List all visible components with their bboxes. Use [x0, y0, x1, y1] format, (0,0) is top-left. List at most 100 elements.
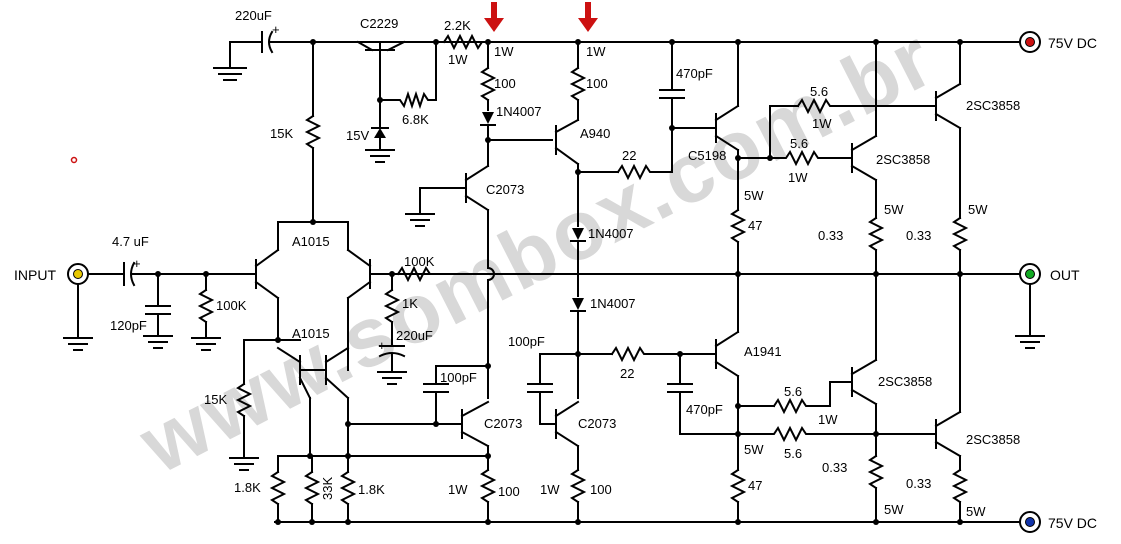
svg-text:33K: 33K	[320, 477, 335, 500]
svg-text:2SC3858: 2SC3858	[878, 374, 932, 389]
diode-1n4007-c: 1N4007	[570, 296, 636, 399]
transistor-a940: A940	[554, 118, 610, 227]
svg-text:1W: 1W	[812, 116, 832, 131]
cap-100pf-a: 100pF	[423, 365, 489, 425]
svg-text:15V: 15V	[346, 128, 369, 143]
transistor-2sc3858-2: 2SC3858	[934, 41, 1020, 219]
transistor-2sc3858-1: 2SC3858	[850, 41, 930, 219]
svg-text:100: 100	[586, 76, 608, 91]
input-coupling-cap: 4.7 uF +	[87, 234, 255, 287]
resistor-5-6-b: 5.6 1W	[769, 136, 853, 185]
resistor-15k-top: 15K	[270, 41, 322, 223]
resistor-100k-fb: 100K	[396, 254, 441, 283]
svg-text:100pF: 100pF	[440, 370, 477, 385]
resistor-1k8-a: 1.8K	[234, 455, 287, 523]
resistor-6k8: 6.8K	[379, 41, 437, 127]
svg-text:5.6: 5.6	[810, 84, 828, 99]
svg-text:C5198: C5198	[688, 148, 726, 163]
svg-text:100: 100	[498, 484, 520, 499]
svg-text:A1015: A1015	[292, 326, 330, 341]
resistor-5-6-a: 5.6 1W	[769, 84, 937, 131]
svg-text:1W: 1W	[540, 482, 560, 497]
red-arrow-1	[484, 2, 504, 32]
svg-text:22: 22	[620, 366, 634, 381]
resistor-033-a: 5W 0.33	[818, 202, 904, 275]
transistor-c2073-b: C2073	[539, 400, 616, 471]
svg-text:120pF: 120pF	[110, 318, 147, 333]
svg-text:+: +	[378, 338, 386, 353]
svg-text:5W: 5W	[744, 188, 764, 203]
svg-text:22: 22	[622, 148, 636, 163]
svg-text:5.6: 5.6	[784, 446, 802, 461]
diode-1n4007-a: 1N4007	[480, 104, 542, 141]
negative-supply-terminal[interactable]: 75V DC	[1019, 511, 1097, 533]
svg-text:0.33: 0.33	[818, 228, 843, 243]
svg-text:1N4007: 1N4007	[496, 104, 542, 119]
svg-text:470pF: 470pF	[686, 402, 723, 417]
diode-1n4007-b: 1N4007	[570, 226, 634, 297]
svg-text:100: 100	[590, 482, 612, 497]
zener-15v: 15V	[346, 91, 395, 163]
positive-supply-terminal[interactable]: 75V DC	[1019, 31, 1097, 53]
transistor-2sc3858-4: 2SC3858	[934, 273, 1020, 471]
output-label: OUT	[1050, 267, 1080, 283]
cap-220uf-fb: 220uF +	[377, 321, 433, 385]
svg-text:1W: 1W	[818, 412, 838, 427]
resistor-47-top: 5W 47	[729, 188, 764, 275]
cap-470pf-bot: 470pF	[667, 353, 739, 435]
svg-text:470pF: 470pF	[676, 66, 713, 81]
negative-supply-label: 75V DC	[1048, 515, 1097, 531]
svg-text:2SC3858: 2SC3858	[876, 152, 930, 167]
resistor-22-top: 22	[616, 148, 673, 181]
resistor-100-c: 1W 100	[448, 468, 520, 523]
svg-text:47: 47	[748, 478, 762, 493]
svg-text:0.33: 0.33	[906, 476, 931, 491]
svg-text:1W: 1W	[494, 44, 514, 59]
resistor-5-6-c: 5.6 1W	[737, 381, 853, 427]
resistor-47-bot: 5W 47	[729, 442, 764, 523]
junction-dots	[155, 39, 963, 525]
c2229-label: C2229	[360, 16, 398, 31]
stray-mark	[70, 156, 78, 164]
svg-text:5W: 5W	[744, 442, 764, 457]
red-arrow-2	[578, 2, 598, 32]
svg-text:5W: 5W	[966, 504, 986, 519]
svg-text:0.33: 0.33	[822, 460, 847, 475]
svg-text:C2073: C2073	[484, 416, 522, 431]
resistor-22-bot: 22	[610, 345, 717, 381]
svg-text:1N4007: 1N4007	[590, 296, 636, 311]
svg-text:5W: 5W	[884, 202, 904, 217]
svg-text:5.6: 5.6	[784, 384, 802, 399]
resistor-15k-bot: 15K	[204, 339, 259, 471]
svg-text:5.6: 5.6	[790, 136, 808, 151]
svg-text:2.2K: 2.2K	[444, 18, 471, 33]
svg-text:+: +	[133, 256, 141, 271]
input-label: INPUT	[14, 267, 56, 283]
svg-text:2SC3858: 2SC3858	[966, 432, 1020, 447]
resistor-033-b: 5W 0.33	[906, 202, 988, 275]
svg-text:1N4007: 1N4007	[588, 226, 634, 241]
svg-text:220uF: 220uF	[396, 328, 433, 343]
svg-text:5W: 5W	[968, 202, 988, 217]
svg-text:+: +	[272, 22, 280, 37]
cap-220uf-top: 220uF +	[213, 8, 381, 81]
resistor-100k-in: 100K	[191, 273, 247, 351]
cap-100pf-b: 100pF	[508, 334, 579, 425]
input-terminal[interactable]: INPUT	[14, 263, 93, 351]
svg-text:2SC3858: 2SC3858	[966, 98, 1020, 113]
svg-text:15K: 15K	[270, 126, 293, 141]
svg-text:100K: 100K	[216, 298, 247, 313]
svg-text:1W: 1W	[586, 44, 606, 59]
svg-text:100K: 100K	[404, 254, 435, 269]
svg-text:1W: 1W	[788, 170, 808, 185]
transistor-c2229: C2229	[356, 16, 445, 93]
svg-text:5W: 5W	[884, 502, 904, 517]
svg-text:1.8K: 1.8K	[234, 480, 261, 495]
cap-470pf-top: 470pF	[659, 41, 717, 173]
output-terminal[interactable]: OUT	[1015, 263, 1080, 349]
svg-text:A1015: A1015	[292, 234, 330, 249]
svg-text:0.33: 0.33	[906, 228, 931, 243]
cap-220uf-top-label: 220uF	[235, 8, 272, 23]
